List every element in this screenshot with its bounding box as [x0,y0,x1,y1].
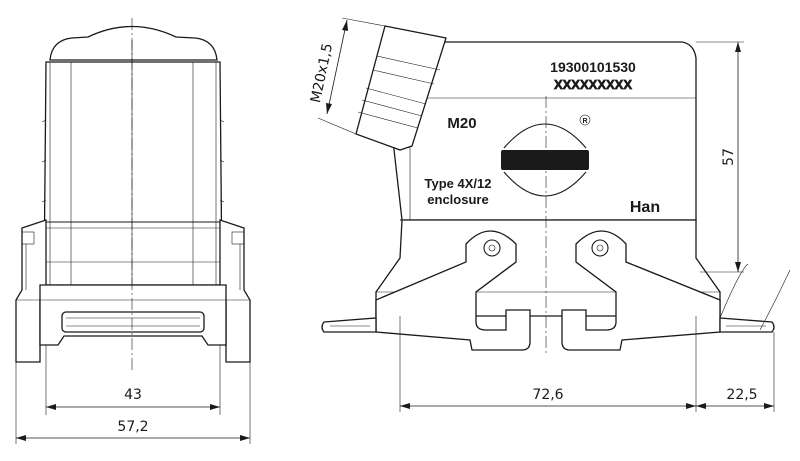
left-mounting-flange [321,317,377,333]
harting-logo: HARTING R [501,114,591,197]
type-rating-line1: Type 4X/12 [425,176,492,191]
placeholder-code: XXXXXXXXX [554,77,632,92]
front-view-left-lever [15,219,47,363]
dimension-22-5-label: 22,5 [726,387,757,403]
svg-text:R: R [582,118,587,125]
thread-marking: M20 [447,115,476,132]
right-mounting-flange [719,317,775,333]
dimension-72-6-label: 72,6 [532,387,563,403]
front-view-slot [61,311,205,333]
right-lever-pivot [591,239,609,257]
front-view-dimensions: 43 57,2 [15,345,251,444]
dimension-43-label: 43 [124,387,142,403]
dimension-57-label: 57 [721,148,737,166]
right-locking-lever [561,230,721,351]
dimension-line-thread [326,19,348,115]
left-locking-lever [375,230,531,351]
front-view-cap [49,25,218,61]
product-line: Han [630,199,660,216]
front-view [15,18,251,372]
dimension-57-2-label: 57,2 [117,419,148,435]
brand-name: HARTING [515,153,574,168]
part-number: 19300101530 [550,59,636,75]
side-view-housing-top [381,41,697,221]
type-rating-line2: enclosure [427,192,488,207]
cable-entry-gland [355,25,447,151]
dimension-thread-label: M20x1,5 [308,42,336,104]
left-lever-pivot [483,239,501,257]
front-view-right-lever [219,219,251,363]
side-view: 19300101530 XXXXXXXXX M20 HARTING R Type… [321,25,791,354]
